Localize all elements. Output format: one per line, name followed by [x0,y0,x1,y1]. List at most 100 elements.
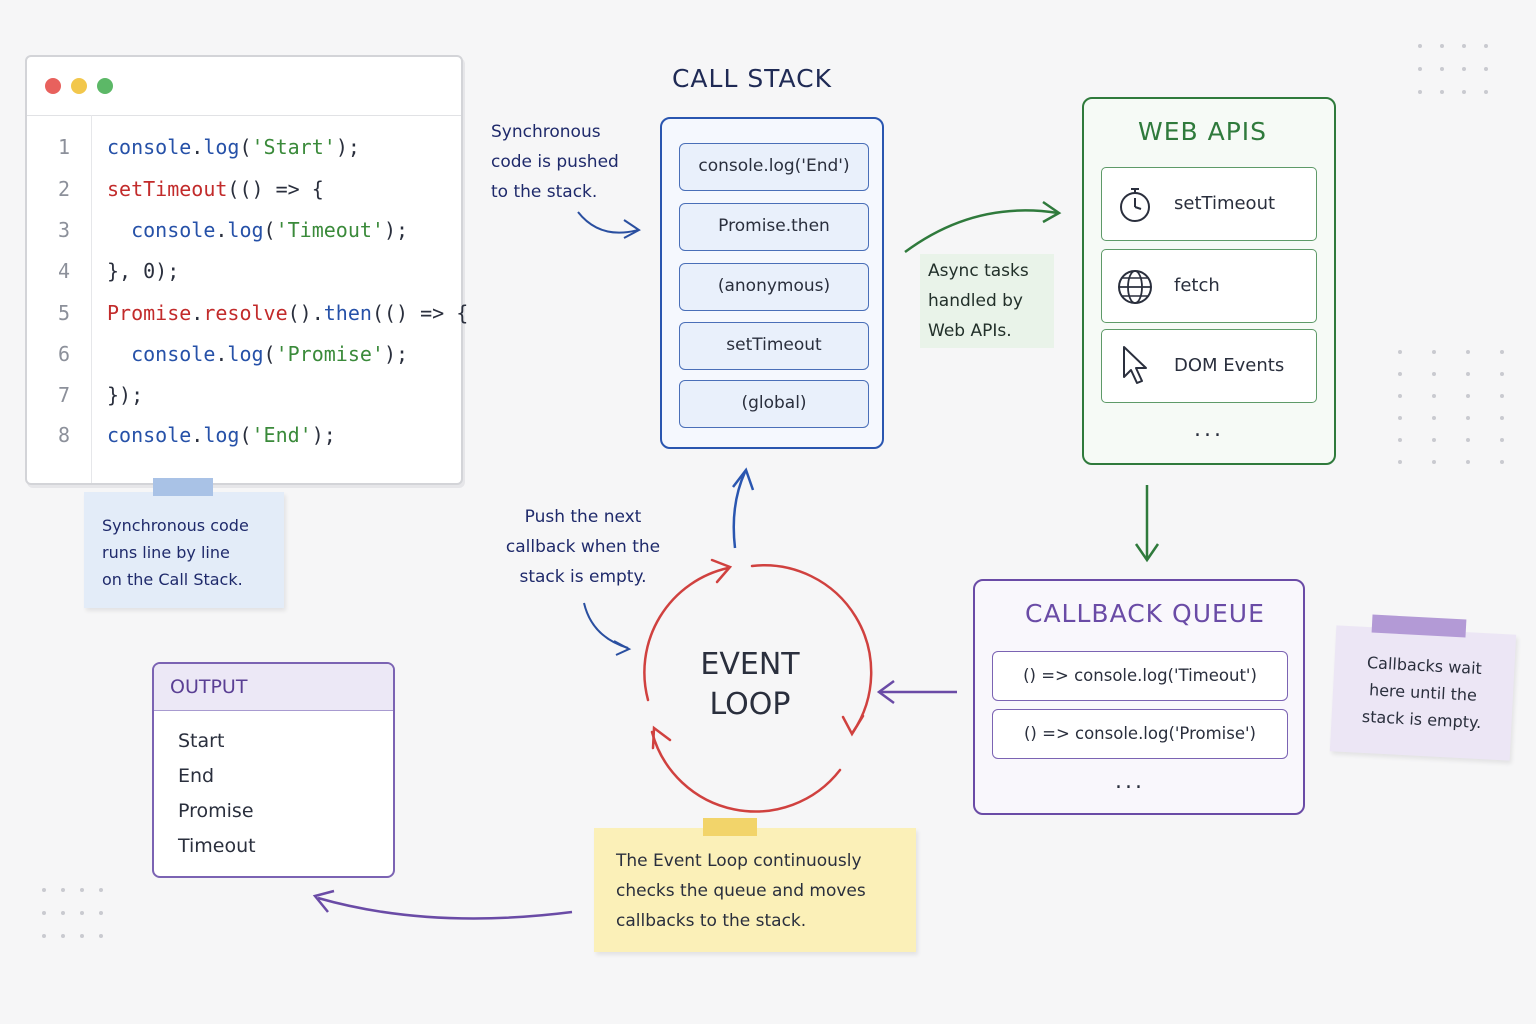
grid-dot [1440,67,1444,71]
globe-icon [1118,270,1152,304]
arrow-push-next-to-loop [583,602,629,649]
note-line: runs line by line [102,543,230,562]
grid-dot [1462,44,1466,48]
line-number: 8 [57,423,71,447]
event-loop-label: EVENT LOOP [670,645,830,725]
arrow-webapis-to-queue-head [1134,543,1160,563]
grid-dot [1398,350,1402,354]
grid-dot [1500,438,1504,442]
grid-dot [1484,90,1488,94]
grid-dot [1462,67,1466,71]
grid-dot [1462,90,1466,94]
grid-dot [1466,372,1470,376]
note-line: callbacks to the stack. [616,911,807,931]
grid-dot [42,888,46,892]
grid-dot [1500,394,1504,398]
web-api-fetch: fetch [1101,249,1317,323]
code-token: (). [287,301,324,325]
stack-frame: console.log('End') [679,143,869,191]
grid-dot [1466,416,1470,420]
code-token: 'Start' [251,135,336,159]
code-line: 3 console.log('Timeout'); [27,215,457,245]
web-apis-box: WEB APIS setTimeout fetch DOM Events ... [1082,97,1336,465]
code-text: console.log('End'); [107,420,336,450]
code-token: console [107,218,216,242]
grid-dot [1484,44,1488,48]
grid-dot [1466,350,1470,354]
code-text: Promise.resolve().then(() => { [107,298,468,328]
editor-gutter [91,115,92,483]
maximize-dot-icon [97,78,113,94]
code-token: . [215,218,228,242]
editor-titlebar [27,57,461,116]
grid-dot [1432,438,1436,442]
grid-dot [1432,350,1436,354]
note-line: on the Call Stack. [102,570,243,589]
note-line: Synchronous code [102,516,249,535]
event-loop-ring [643,564,873,813]
code-token: ( [263,218,276,242]
code-token: log [203,423,240,447]
note-synchronous-code: Synchronous code runs line by line on th… [84,492,284,608]
code-token: . [191,423,204,447]
stack-frame: setTimeout [679,322,869,370]
grid-dot [99,888,103,892]
line-number: 7 [57,383,71,407]
code-token: ); [335,135,360,159]
close-dot-icon [45,78,61,94]
code-token: console [107,342,216,366]
grid-dot [1432,394,1436,398]
arrow-stack-to-webapis [904,209,1059,254]
note-line: Push the next [524,507,642,527]
code-line: 4}, 0); [27,256,457,286]
line-number: 4 [57,259,71,283]
note-line: callback when the [505,537,661,557]
note-line: The Event Loop continuously [616,851,862,871]
callback-queue-title: CALLBACK QUEUE [1025,599,1265,628]
grid-dot [1432,372,1436,376]
web-api-label: fetch [1174,275,1220,296]
grid-dot [99,911,103,915]
note-line: handled by [928,291,1023,311]
event-loop-line: LOOP [709,687,791,722]
grid-dot [1418,90,1422,94]
event-loop-line: EVENT [700,647,800,682]
code-token: Promise [107,301,192,325]
grid-dot [1432,416,1436,420]
web-api-label: DOM Events [1174,355,1285,376]
output-line: Start [178,730,225,752]
grid-dot [1484,67,1488,71]
line-number: 2 [57,177,71,201]
output-panel: OUTPUT Start End Promise Timeout [152,662,395,878]
grid-dot [61,911,65,915]
code-line: 8 console.log('End'); [27,420,457,450]
grid-dot [1398,372,1402,376]
grid-dot [61,934,65,938]
arrow-note-to-output-head [312,889,335,913]
queue-callback: () => console.log('Timeout') [992,651,1288,701]
note-async-tasks: Async tasks handled by Web APIs. [920,254,1054,348]
code-token: 'Promise' [275,342,384,366]
output-line: Timeout [178,835,256,857]
code-text: console.log('Start'); [107,132,360,162]
grid-dot [1500,460,1504,464]
code-text: console.log('Promise'); [107,339,408,369]
grid-dot [42,911,46,915]
note-line: to the stack. [491,182,598,202]
callback-queue-more: ... [1115,769,1145,794]
arrow-loop-to-stack-head [732,467,755,491]
code-token: resolve [203,301,288,325]
grid-dot [1432,460,1436,464]
grid-dot [1398,394,1402,398]
code-token: ); [383,218,409,242]
call-stack-title: CALL STACK [671,64,833,93]
line-number: 1 [57,135,71,159]
code-token: ); [383,342,409,366]
code-token: (() => { [227,177,324,201]
arrow-pushed-head [623,219,641,239]
grid-dot [1398,438,1402,442]
grid-dot [1418,44,1422,48]
code-token: console [107,135,192,159]
